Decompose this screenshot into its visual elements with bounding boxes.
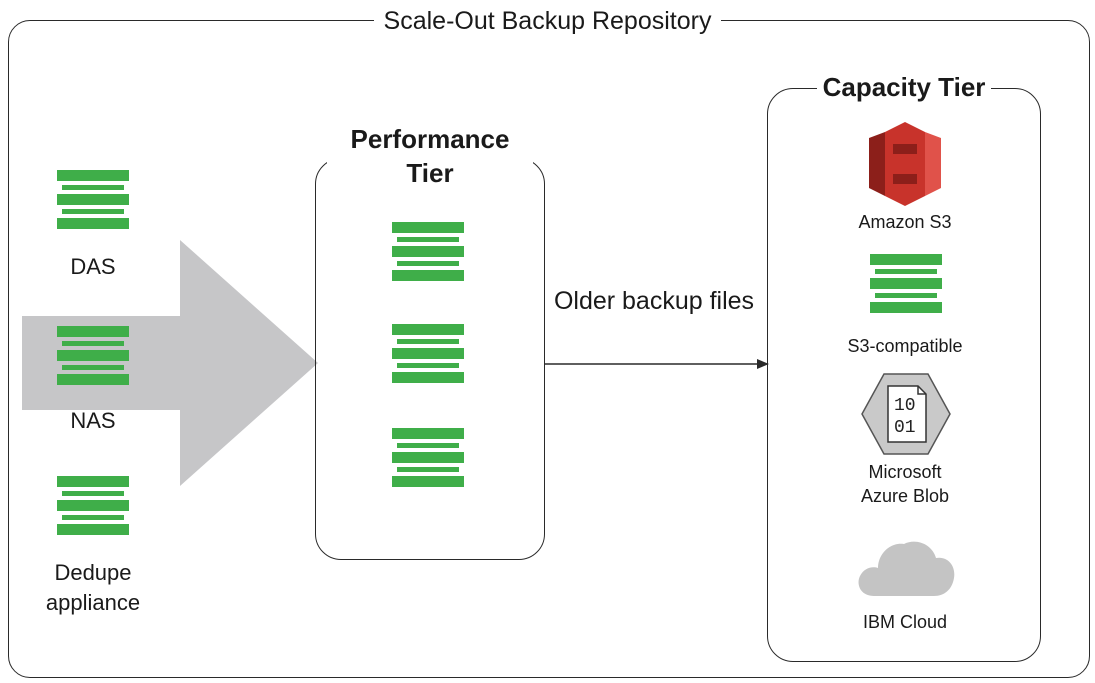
performance-server-icon-2 [392, 324, 464, 387]
tiering-arrow [545, 359, 769, 369]
nas-label: NAS [70, 408, 116, 433]
dedupe-label: Dedupe appliance [45, 560, 141, 615]
performance-server-icon-1 [392, 222, 464, 285]
ingest-arrow [22, 240, 318, 486]
s3-compatible-label: S3-compatible [847, 336, 963, 356]
capacity-tier-title: Capacity Tier [767, 70, 1041, 104]
nas-server-icon [57, 326, 129, 389]
amazon-s3-label: Amazon S3 [858, 212, 952, 232]
azure-blob-label: Microsoft Azure Blob [860, 462, 950, 506]
azure-blob-glyph-line-2: 01 [894, 418, 916, 438]
dedupe-server-icon [57, 476, 129, 539]
azure-blob-icon: 10 01 [861, 373, 951, 455]
flow-label: Older backup files [553, 287, 755, 315]
s3-compatible-server-icon [870, 254, 942, 317]
ibm-cloud-icon [858, 541, 955, 596]
performance-tier-title: Performance Tier [315, 122, 545, 190]
ibm-cloud-label: IBM Cloud [862, 612, 948, 632]
amazon-s3-icon [869, 122, 941, 206]
das-server-icon [57, 170, 129, 233]
performance-server-icon-3 [392, 428, 464, 491]
das-label: DAS [70, 254, 116, 279]
azure-blob-glyph-line-1: 10 [894, 396, 916, 416]
repository-title: Scale-Out Backup Repository [0, 6, 1095, 36]
